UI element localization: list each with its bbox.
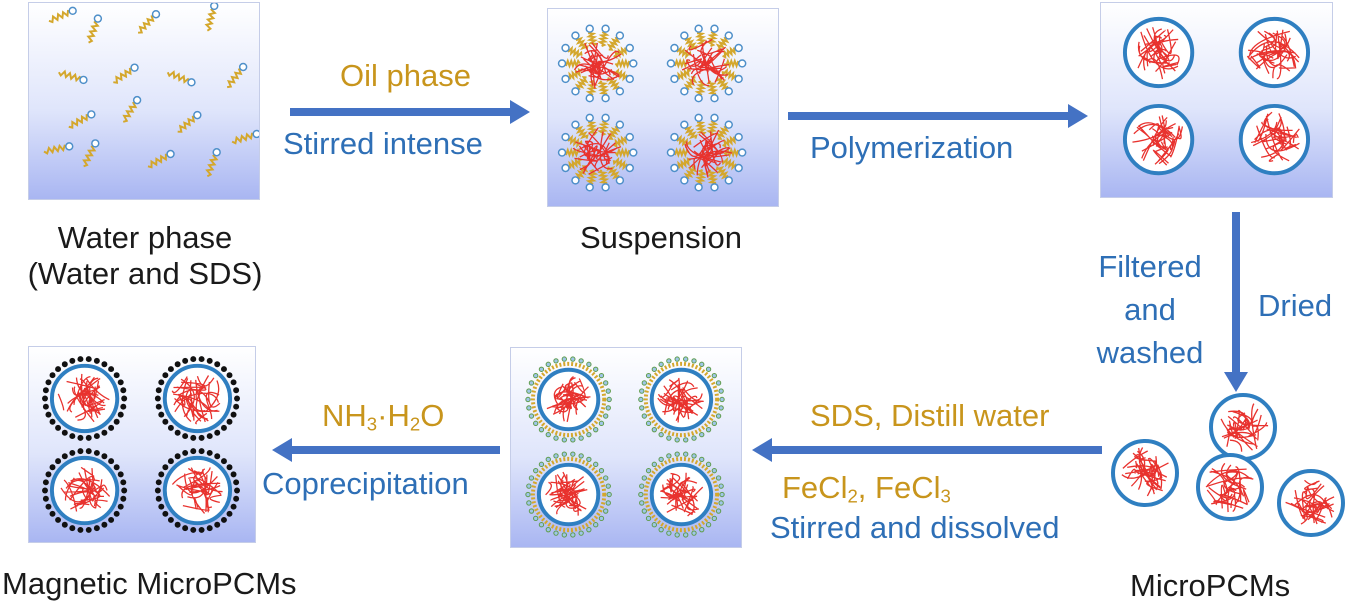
surfactant-molecules: [43, 3, 259, 178]
micelle-clusters: [557, 24, 747, 192]
fecl2-text: FeCl: [782, 470, 848, 505]
o-text: O: [420, 398, 445, 433]
washed-label: washed: [1096, 334, 1204, 370]
arrow-left-2: [272, 438, 500, 462]
polymerization-label: Polymerization: [810, 130, 1014, 165]
h-text: ·H: [377, 398, 410, 433]
microcapsule-panel: [1100, 2, 1333, 198]
water-phase-subtitle: (Water and SDS): [27, 255, 263, 291]
dried-label: Dried: [1258, 288, 1333, 323]
filtered-label: Filtered: [1098, 249, 1202, 284]
magnetic-microcapsules: [42, 356, 240, 533]
fecl3-sub: 3: [940, 485, 951, 507]
water-phase-title: Water phase: [57, 220, 233, 255]
arrow1-bottom-label: Stirred intense: [283, 126, 483, 161]
sds-coated-microcapsules: [525, 356, 725, 538]
fecl3-text: , FeCl: [857, 470, 941, 505]
arrow-right-2: [788, 104, 1088, 128]
micropcms-particles: [1111, 393, 1345, 537]
water-phase-label: Water phase (Water and SDS): [10, 220, 280, 291]
fecl2-sub: 2: [847, 485, 858, 507]
micropcms-label: MicroPCMs: [1130, 568, 1291, 603]
h2-sub: 2: [409, 413, 421, 435]
arrow1-top-label: Oil phase: [340, 58, 471, 93]
suspension-label: Suspension: [580, 220, 743, 255]
arrow4-bottom-label: Stirred and dissolved: [770, 510, 1060, 545]
arrow4-top-label: SDS, Distill water: [810, 398, 1050, 433]
ammonia-label: NH3·H2O: [322, 398, 444, 434]
arrow-left-1: [752, 438, 1102, 462]
arrow3-left-label: Filtered and washed: [1080, 246, 1220, 374]
nh3-sub: 3: [366, 413, 378, 435]
fecl-label: FeCl2, FeCl3: [782, 470, 951, 506]
sds-coated-panel: [510, 347, 742, 548]
microcapsules: [1122, 16, 1311, 176]
nh-text: NH: [322, 398, 367, 433]
arrow-down: [1224, 212, 1248, 392]
suspension-panel: [547, 8, 779, 207]
magnetic-micropcms-label: Magnetic MicroPCMs: [2, 566, 297, 601]
arrow-right-1: [290, 100, 530, 124]
magnetic-panel: [28, 346, 256, 543]
coprecipitation-label: Coprecipitation: [262, 466, 469, 501]
and-label: and: [1124, 291, 1176, 327]
water-phase-panel: [28, 2, 260, 200]
